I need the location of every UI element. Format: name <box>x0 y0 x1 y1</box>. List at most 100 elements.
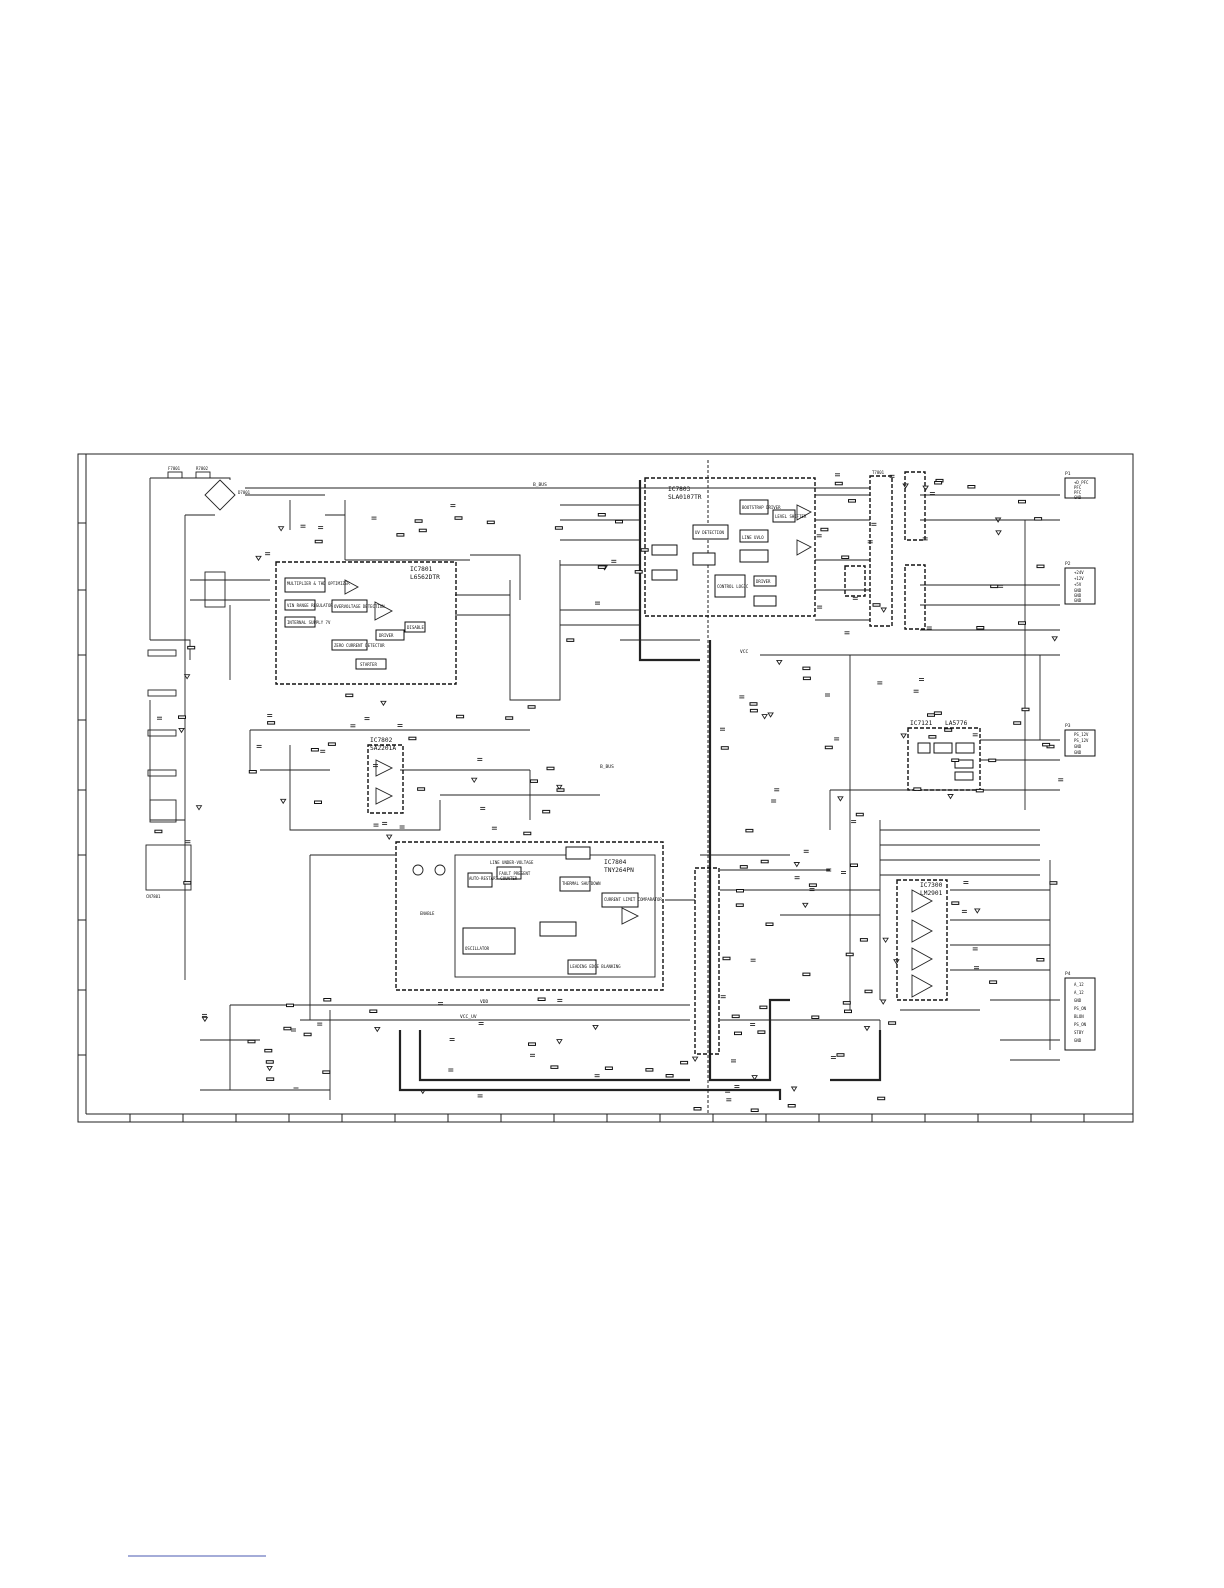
resistor-glyph <box>634 570 643 574</box>
resistor-glyph <box>322 1070 331 1074</box>
conn-p4-pin-7: GND <box>1074 1038 1082 1043</box>
resistor-glyph <box>418 528 427 533</box>
resistor-glyph <box>749 702 758 706</box>
resistor-glyph <box>247 1039 256 1044</box>
resistor-glyph <box>944 728 953 732</box>
conn-p2-pin-3: GND <box>1074 588 1082 593</box>
ic7803-part: SLA0107TR <box>668 494 702 501</box>
diode-glyph <box>761 714 768 720</box>
ic7801-func-4: ZERO CURRENT DETECTOR <box>334 643 385 648</box>
resistor-glyph <box>855 812 864 817</box>
resistor-glyph <box>848 499 856 503</box>
mains-connector-ref: CN7801 <box>146 894 161 899</box>
resistor-glyph <box>988 758 997 763</box>
diode-glyph <box>775 659 783 666</box>
ic7300-ref: IC7300 <box>920 882 943 889</box>
resistor-glyph <box>303 1032 312 1037</box>
resistor-glyph <box>989 980 998 984</box>
diode-glyph <box>183 674 191 680</box>
resistor-glyph <box>1018 621 1026 625</box>
conn-p2-pin-5: GND <box>1074 598 1082 603</box>
resistor-glyph <box>283 1026 292 1031</box>
resistor-glyph <box>183 881 192 885</box>
resistor-glyph <box>323 998 332 1002</box>
rail-vcc: VCC <box>740 649 749 655</box>
resistor-glyph <box>1018 499 1026 504</box>
diode-glyph <box>266 1065 273 1072</box>
ic7803-func-4: CONTROL LOGIC <box>717 584 749 589</box>
resistor-glyph <box>187 645 196 650</box>
conn-p1-pin-2: PFC <box>1074 490 1082 495</box>
conn-p3-pin-1: PS_12V <box>1074 738 1089 743</box>
resistor-glyph <box>934 481 943 485</box>
diode-glyph <box>880 607 888 613</box>
ic7804-func-0: LINE UNDER-VOLTAGE <box>490 860 534 865</box>
input-section <box>145 471 236 891</box>
ic7801-func-7: DISABLE <box>407 625 424 630</box>
resistor-glyph <box>787 1104 796 1108</box>
conn-p4-pin-3: PS_ON <box>1074 1006 1087 1011</box>
resistor-glyph <box>844 1009 852 1014</box>
resistor-glyph <box>267 721 276 725</box>
ic7803-block <box>644 477 816 617</box>
resistor-glyph <box>824 745 833 750</box>
discrete-components <box>154 473 1064 1112</box>
ic7804-func-7: ENABLE <box>420 911 435 916</box>
conn-p2-pin-2: +5V <box>1074 582 1082 587</box>
resistor-glyph <box>523 831 532 836</box>
fuse-ref: F7801 <box>168 466 181 471</box>
resistor-glyph <box>739 865 748 869</box>
connector-boxes <box>1064 477 1096 1051</box>
resistor-glyph <box>537 997 546 1001</box>
ic7801-func-3: OVERVOLTAGE DETECTION <box>334 604 385 609</box>
ic7804-func-3: THERMAL SHUTDOWN <box>562 881 601 886</box>
resistor-glyph <box>1046 744 1055 749</box>
rail-b-bus: B_BUS <box>533 482 547 488</box>
resistor-glyph <box>735 903 744 907</box>
ic7804-part: TNY264PN <box>604 867 634 874</box>
resistor-glyph <box>396 533 405 537</box>
ic7804-func-1: AUTO-RESTART COUNTER <box>469 876 518 881</box>
ic7802-part: SA2201A <box>370 745 396 752</box>
ic7121-part: LA5776 <box>945 720 968 727</box>
resistor-glyph <box>811 1015 820 1019</box>
resistor-glyph <box>1021 707 1030 712</box>
diode-glyph <box>994 517 1002 523</box>
drawing-frame <box>77 453 1134 1123</box>
diode-glyph <box>201 1016 209 1023</box>
resistor-glyph <box>975 788 984 793</box>
ic7121-ref: IC7121 <box>910 720 933 727</box>
rail-b-bus-2: B_BUS <box>600 764 614 770</box>
resistor-glyph <box>178 715 186 719</box>
diode-glyph <box>195 805 203 811</box>
ic7121-block <box>907 727 981 791</box>
ic7803-func-5: DRIVER <box>756 579 771 584</box>
ic7803-func-1: BOOTSTRAP DRIVER <box>742 505 781 510</box>
ic7804-block <box>395 841 664 991</box>
diode-glyph <box>691 1056 699 1062</box>
ic7300-block <box>896 879 948 1001</box>
resistor-glyph <box>693 1107 702 1111</box>
resistor-glyph <box>933 711 942 715</box>
resistor-glyph <box>760 859 769 864</box>
resistor-glyph <box>266 1077 275 1081</box>
conn-p3-pin-0: PS_12V <box>1074 732 1089 737</box>
resistor-glyph <box>248 770 257 774</box>
resistor-glyph <box>286 1003 294 1008</box>
resistor-glyph <box>1036 564 1045 569</box>
diode-glyph <box>863 1025 871 1032</box>
ic7804-func-5: OSCILLATOR <box>465 946 490 951</box>
resistor-glyph <box>640 548 649 552</box>
resistor-glyph <box>976 626 985 630</box>
resistor-glyph <box>417 787 426 791</box>
conn-p2-pin-0: +24V <box>1074 570 1084 575</box>
resistor-glyph <box>720 746 729 750</box>
resistor-glyph <box>841 555 850 559</box>
resistor-glyph <box>834 481 843 486</box>
resistor-glyph <box>736 889 744 893</box>
conn-p4-pin-4: BLON <box>1074 1014 1084 1019</box>
ic7801-func-5: DRIVER <box>379 633 394 638</box>
resistor-glyph <box>154 829 163 834</box>
diode-glyph <box>922 485 929 491</box>
diode-glyph <box>279 798 287 805</box>
